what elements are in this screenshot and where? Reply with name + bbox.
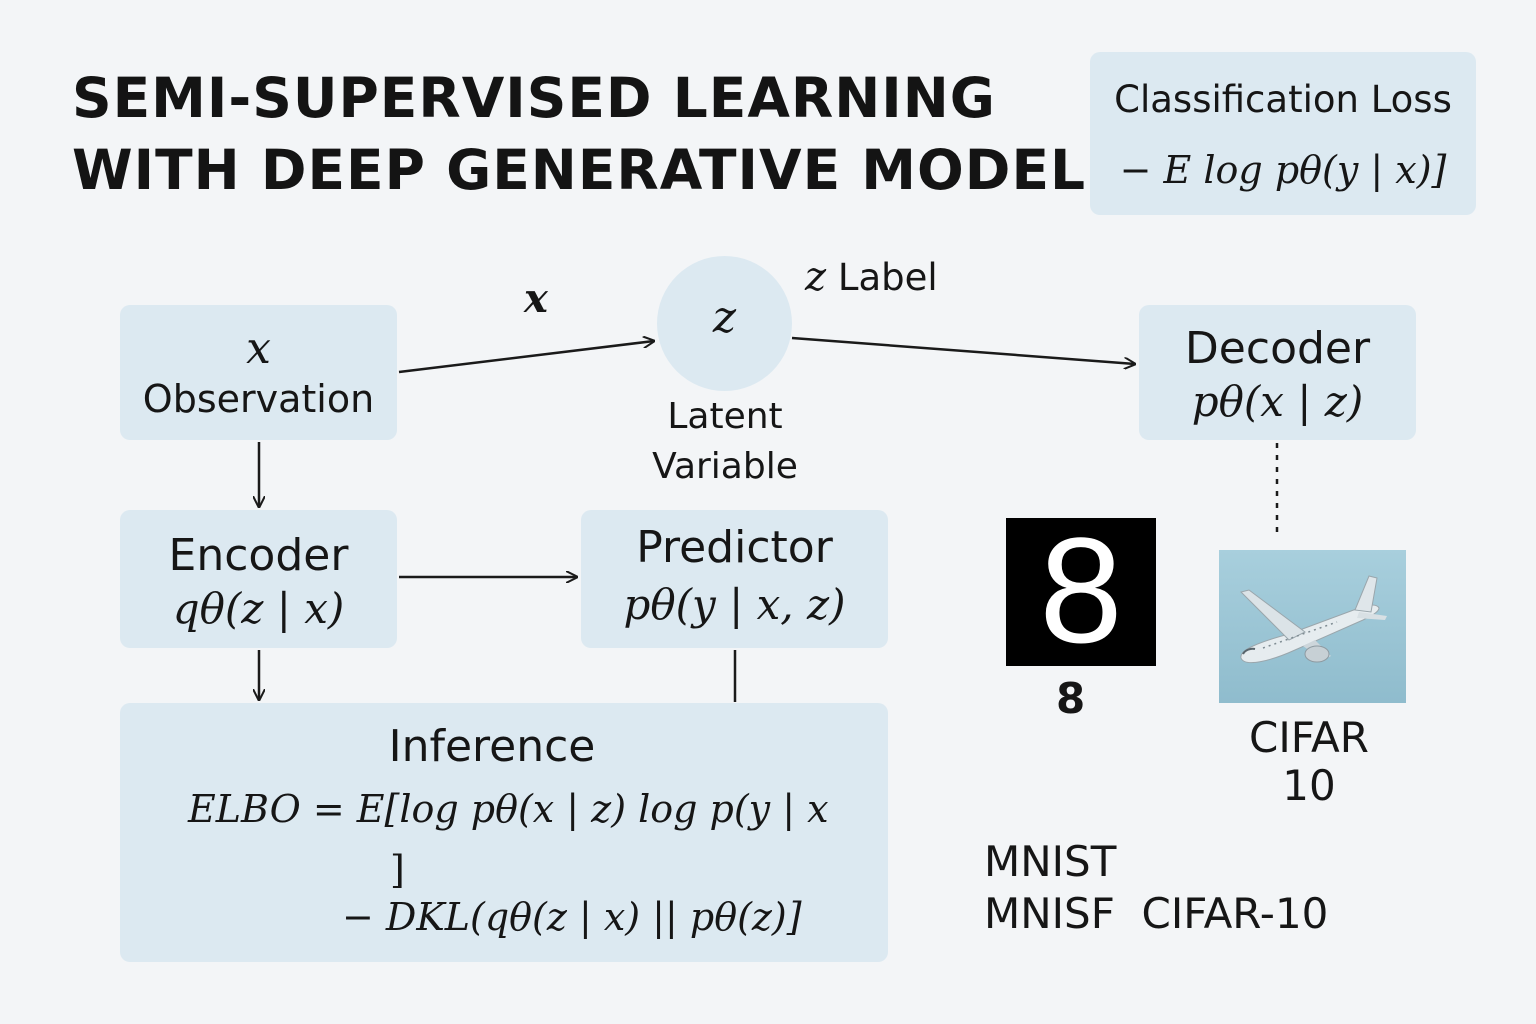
z-label-symbol: z [805, 254, 827, 300]
cifar-caption-line-1: CIFAR [1249, 713, 1369, 762]
latent-symbol: z [712, 292, 737, 343]
dataset-label-line-1: MNIST [984, 837, 1117, 886]
inference-formula-line-1: ELBO = E[log pθ(x | z) log p(y | x [188, 787, 829, 831]
dataset-labels: MNIST MNISF CIFAR-10 [984, 836, 1328, 940]
mnist-digit-glyph: 8 [1039, 506, 1123, 674]
classification-loss-formula: − E log pθ(y | x)] [1119, 148, 1447, 192]
z-label-text: Label [837, 256, 938, 299]
cifar-caption-line-2: 10 [1282, 761, 1336, 810]
airplane-image [1219, 550, 1406, 703]
arrow-latent-to-decoder [791, 336, 1135, 364]
encoder-formula: qθ(z | x) [172, 584, 345, 633]
page-title: SEMI-SUPERVISED LEARNING WITH DEEP GENER… [72, 62, 1127, 206]
latent-label-line-2: Variable [652, 446, 798, 487]
mnist-caption: 8 [1056, 674, 1086, 723]
predictor-formula: pθ(y | x, z) [623, 580, 846, 629]
edge-label-x: x [524, 275, 548, 322]
airplane-icon [1219, 550, 1406, 703]
classification-loss-label: Classification Loss [1114, 78, 1452, 121]
dataset-label-line-2: MNISF CIFAR-10 [984, 889, 1329, 938]
encoder-label: Encoder [168, 530, 349, 581]
classification-loss-box: Classification Loss − E log pθ(y | x)] [1090, 52, 1476, 215]
observation-label: Observation [142, 377, 375, 421]
cifar-caption: CIFAR 10 [1219, 714, 1399, 810]
encoder-box: Encoder qθ(z | x) [120, 510, 397, 648]
predictor-box: Predictor pθ(y | x, z) [581, 510, 888, 648]
arrow-observation-to-latent [398, 341, 654, 374]
inference-formula-line-2: ] [390, 848, 405, 892]
observation-box: x Observation [120, 305, 397, 440]
latent-variable-node: z [657, 256, 792, 391]
predictor-label: Predictor [636, 522, 833, 573]
observation-symbol: x [246, 323, 271, 374]
decoder-formula: pθ(x | z) [1191, 377, 1364, 426]
decoder-label: Decoder [1184, 323, 1371, 374]
mnist-digit-image: 8 [1006, 510, 1156, 670]
decoder-box: Decoder pθ(x | z) [1139, 305, 1416, 440]
inference-label: Inference [388, 721, 596, 772]
latent-label-line-1: Latent [667, 396, 783, 437]
title-line-1: SEMI-SUPERVISED LEARNING [72, 66, 996, 130]
z-label: z Label [805, 254, 938, 300]
inference-formula-line-3: − DKL(qθ(z | x) || pθ(z)] [342, 895, 802, 939]
latent-variable-label: Latent Variable [625, 392, 825, 492]
title-line-2: WITH DEEP GENERATIVE MODELS [72, 138, 1127, 202]
inference-box: Inference ELBO = E[log pθ(x | z) log p(y… [120, 703, 888, 962]
